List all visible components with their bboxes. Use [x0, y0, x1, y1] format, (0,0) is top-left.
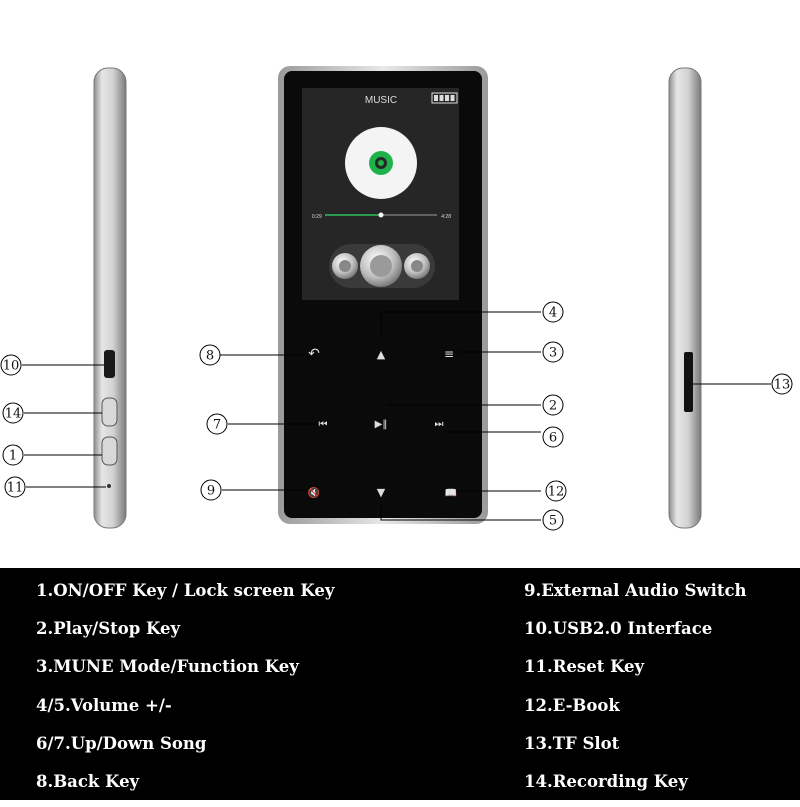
legend-item: 12.E-Book	[524, 695, 620, 715]
callout-4: 4	[542, 301, 564, 323]
svg-text:9: 9	[207, 484, 215, 499]
legend-item: 11.Reset Key	[524, 657, 645, 677]
time-end: 4:28	[441, 214, 451, 220]
legend-item: 14.Recording Key	[524, 771, 688, 791]
reset-hole	[107, 484, 111, 488]
callout-11: 11	[4, 476, 26, 498]
legend-item: 1.ON/OFF Key / Lock screen Key	[36, 581, 335, 600]
svg-text:12: 12	[548, 485, 565, 500]
album-disc-icon	[345, 127, 417, 199]
legend-right-column: 9.External Audio Switch 10.USB2.0 Interf…	[524, 578, 747, 807]
power-key	[101, 436, 118, 466]
callout-13: 13	[771, 373, 793, 395]
legend-left-column: 1.ON/OFF Key / Lock screen Key 2.Play/St…	[36, 578, 335, 807]
battery-icon	[431, 92, 458, 104]
legend-item: 3.MUNE Mode/Function Key	[36, 657, 299, 677]
volume-down-icon: ▼	[377, 486, 386, 499]
callout-2: 2	[542, 394, 564, 416]
legend-item: 6/7.Up/Down Song	[36, 733, 207, 753]
callout-12: 12	[545, 480, 567, 502]
svg-text:10: 10	[3, 359, 20, 374]
svg-text:13: 13	[774, 378, 791, 393]
play-pause-icon: ▶‖	[375, 419, 388, 430]
time-start: 0:29	[312, 214, 322, 220]
menu-icon: ≡	[444, 347, 454, 361]
volume-up-icon: ▲	[377, 348, 386, 361]
next-icon: ⏭	[435, 419, 444, 430]
callout-8: 8	[199, 344, 221, 366]
callout-7: 7	[206, 413, 228, 435]
callout-3: 3	[542, 341, 564, 363]
callout-1: 1	[2, 444, 24, 466]
svg-text:2: 2	[549, 399, 557, 414]
callout-14: 14	[2, 402, 24, 424]
legend-item: 13.TF Slot	[524, 733, 620, 753]
callout-6: 6	[542, 426, 564, 448]
svg-text:7: 7	[213, 418, 221, 433]
legend-panel: 1.ON/OFF Key / Lock screen Key 2.Play/St…	[0, 568, 800, 800]
svg-text:14: 14	[5, 407, 22, 422]
device-diagram: MUSIC 0:29 4:28	[0, 66, 793, 531]
player-controls-icon	[329, 244, 435, 288]
legend-item: 8.Back Key	[36, 771, 140, 791]
callout-10: 10	[0, 354, 22, 376]
svg-text:11: 11	[7, 481, 24, 496]
legend-item: 2.Play/Stop Key	[36, 619, 181, 639]
speaker-switch-icon: 🔇	[308, 486, 320, 499]
back-icon: ↶	[308, 346, 320, 362]
legend-item: 4/5.Volume +/-	[36, 695, 172, 715]
callout-9: 9	[200, 479, 222, 501]
legend-item: 10.USB2.0 Interface	[524, 619, 713, 639]
callout-5: 5	[542, 509, 564, 531]
svg-text:1: 1	[9, 449, 17, 464]
legend-item: 9.External Audio Switch	[524, 581, 747, 600]
tf-slot	[684, 352, 693, 412]
right-side-view	[668, 67, 702, 529]
previous-icon: ⏮	[319, 419, 328, 430]
svg-text:5: 5	[549, 514, 557, 529]
svg-text:6: 6	[549, 431, 557, 446]
front-view: MUSIC 0:29 4:28	[278, 66, 488, 524]
svg-text:8: 8	[206, 349, 214, 364]
usb-port	[104, 350, 115, 378]
callouts: 10 14 1 11 13 8 7 9 4 3 2 6 12 5	[0, 301, 793, 531]
ebook-icon: 📖	[445, 488, 457, 499]
svg-text:4: 4	[549, 306, 557, 321]
svg-text:3: 3	[549, 346, 557, 361]
left-side-view	[93, 67, 127, 529]
leader-lines	[22, 311, 771, 521]
screen-title: MUSIC	[365, 95, 397, 106]
recording-key	[101, 397, 118, 427]
progress-bar	[325, 212, 437, 218]
